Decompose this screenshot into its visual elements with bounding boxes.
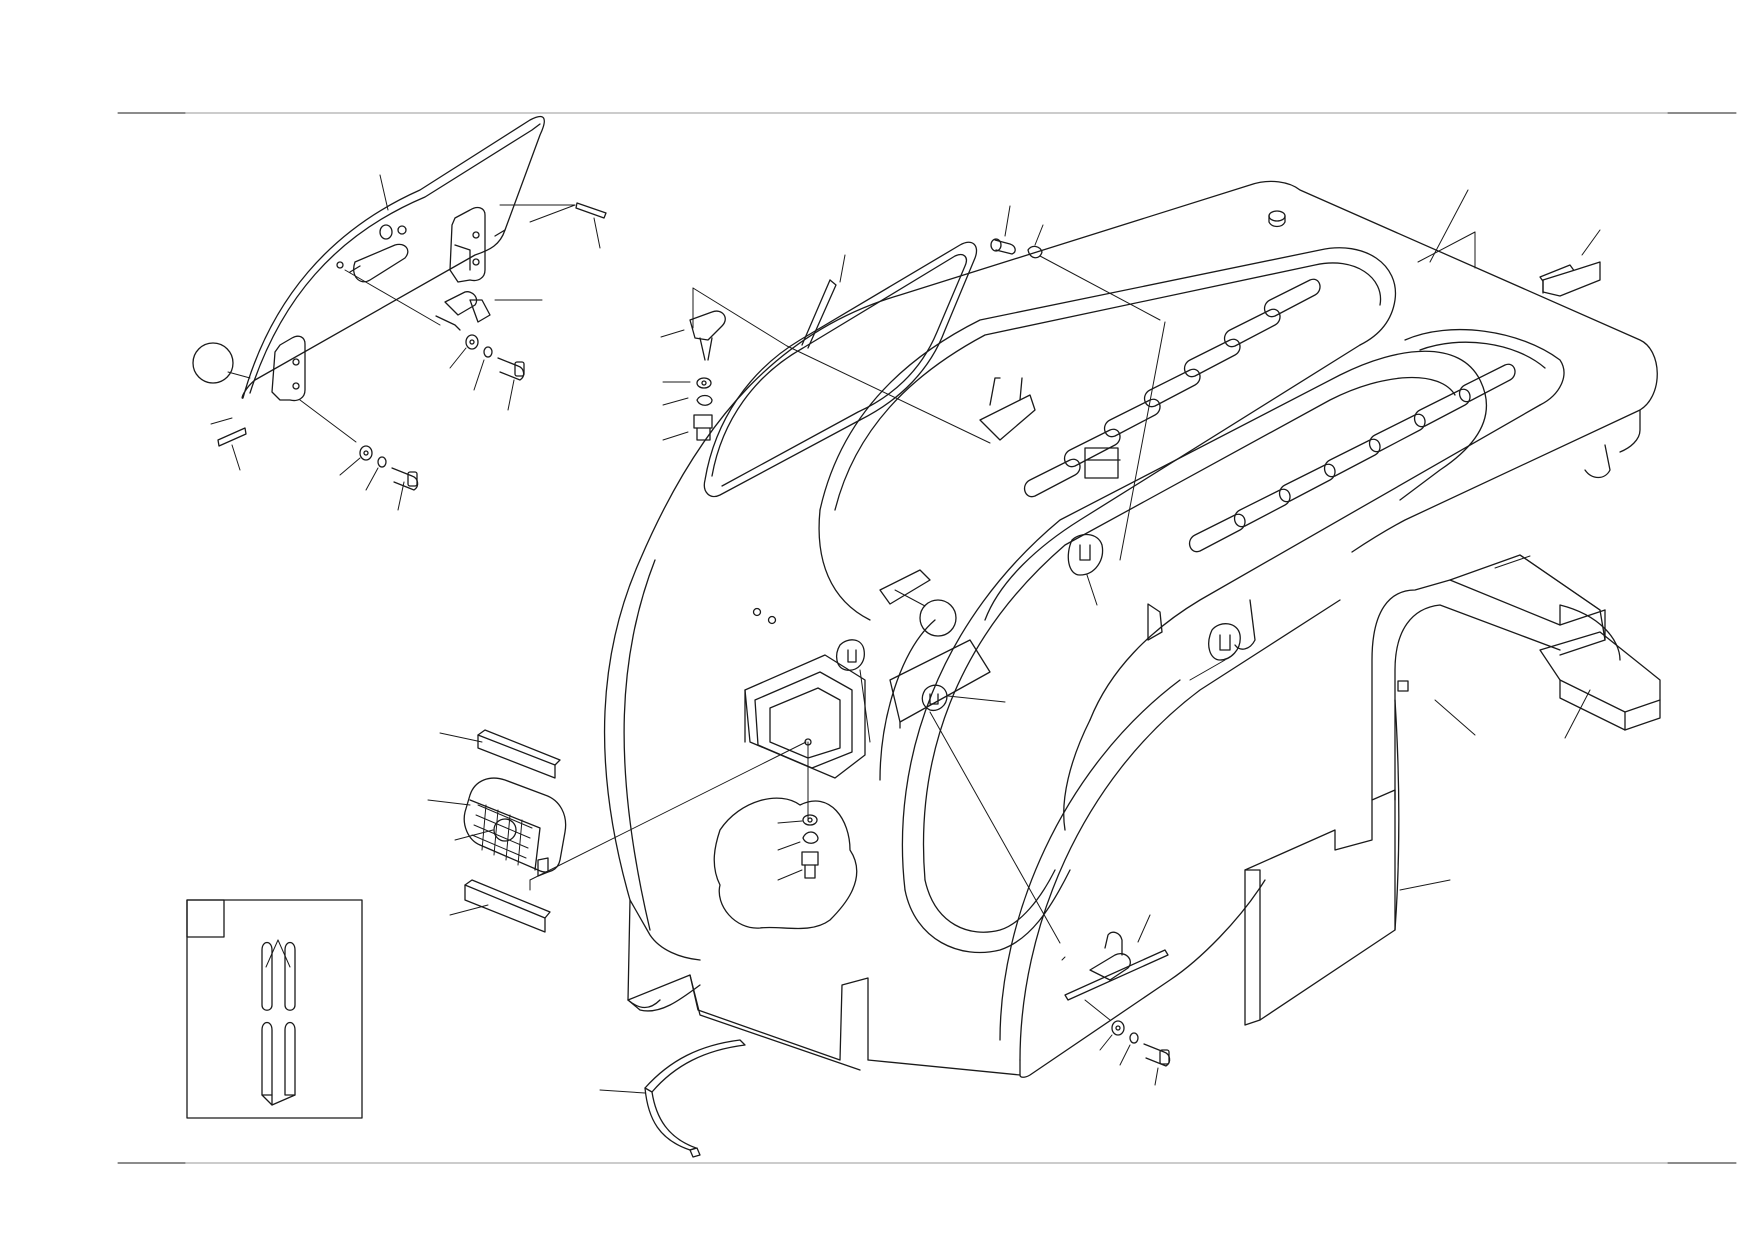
fender-main-body: [603, 180, 1658, 1078]
detail-callout-circle: [192, 342, 234, 384]
inner-liner: [1244, 554, 1661, 1026]
tread-slots-upper: [1023, 278, 1321, 498]
inset-label-box: [186, 899, 225, 938]
edge-trim-strip: [599, 1039, 746, 1158]
lamp-lens-grid: [471, 804, 533, 866]
lower-hinge-assembly: [1064, 914, 1171, 1086]
top-right-blocks: [1417, 189, 1601, 297]
lamp-assembly: [427, 654, 866, 933]
window-frame-assembly: [660, 205, 1166, 637]
left-assembly-leaders: [231, 174, 601, 511]
side-panel-assembly: [192, 115, 607, 491]
clip-tabs: [835, 533, 1241, 961]
tread-slots-lower: [1188, 363, 1516, 553]
sheet-border-lines: [117, 112, 1737, 1164]
inset-detail-view: [186, 899, 363, 1119]
cutout-fasteners: [777, 814, 819, 881]
